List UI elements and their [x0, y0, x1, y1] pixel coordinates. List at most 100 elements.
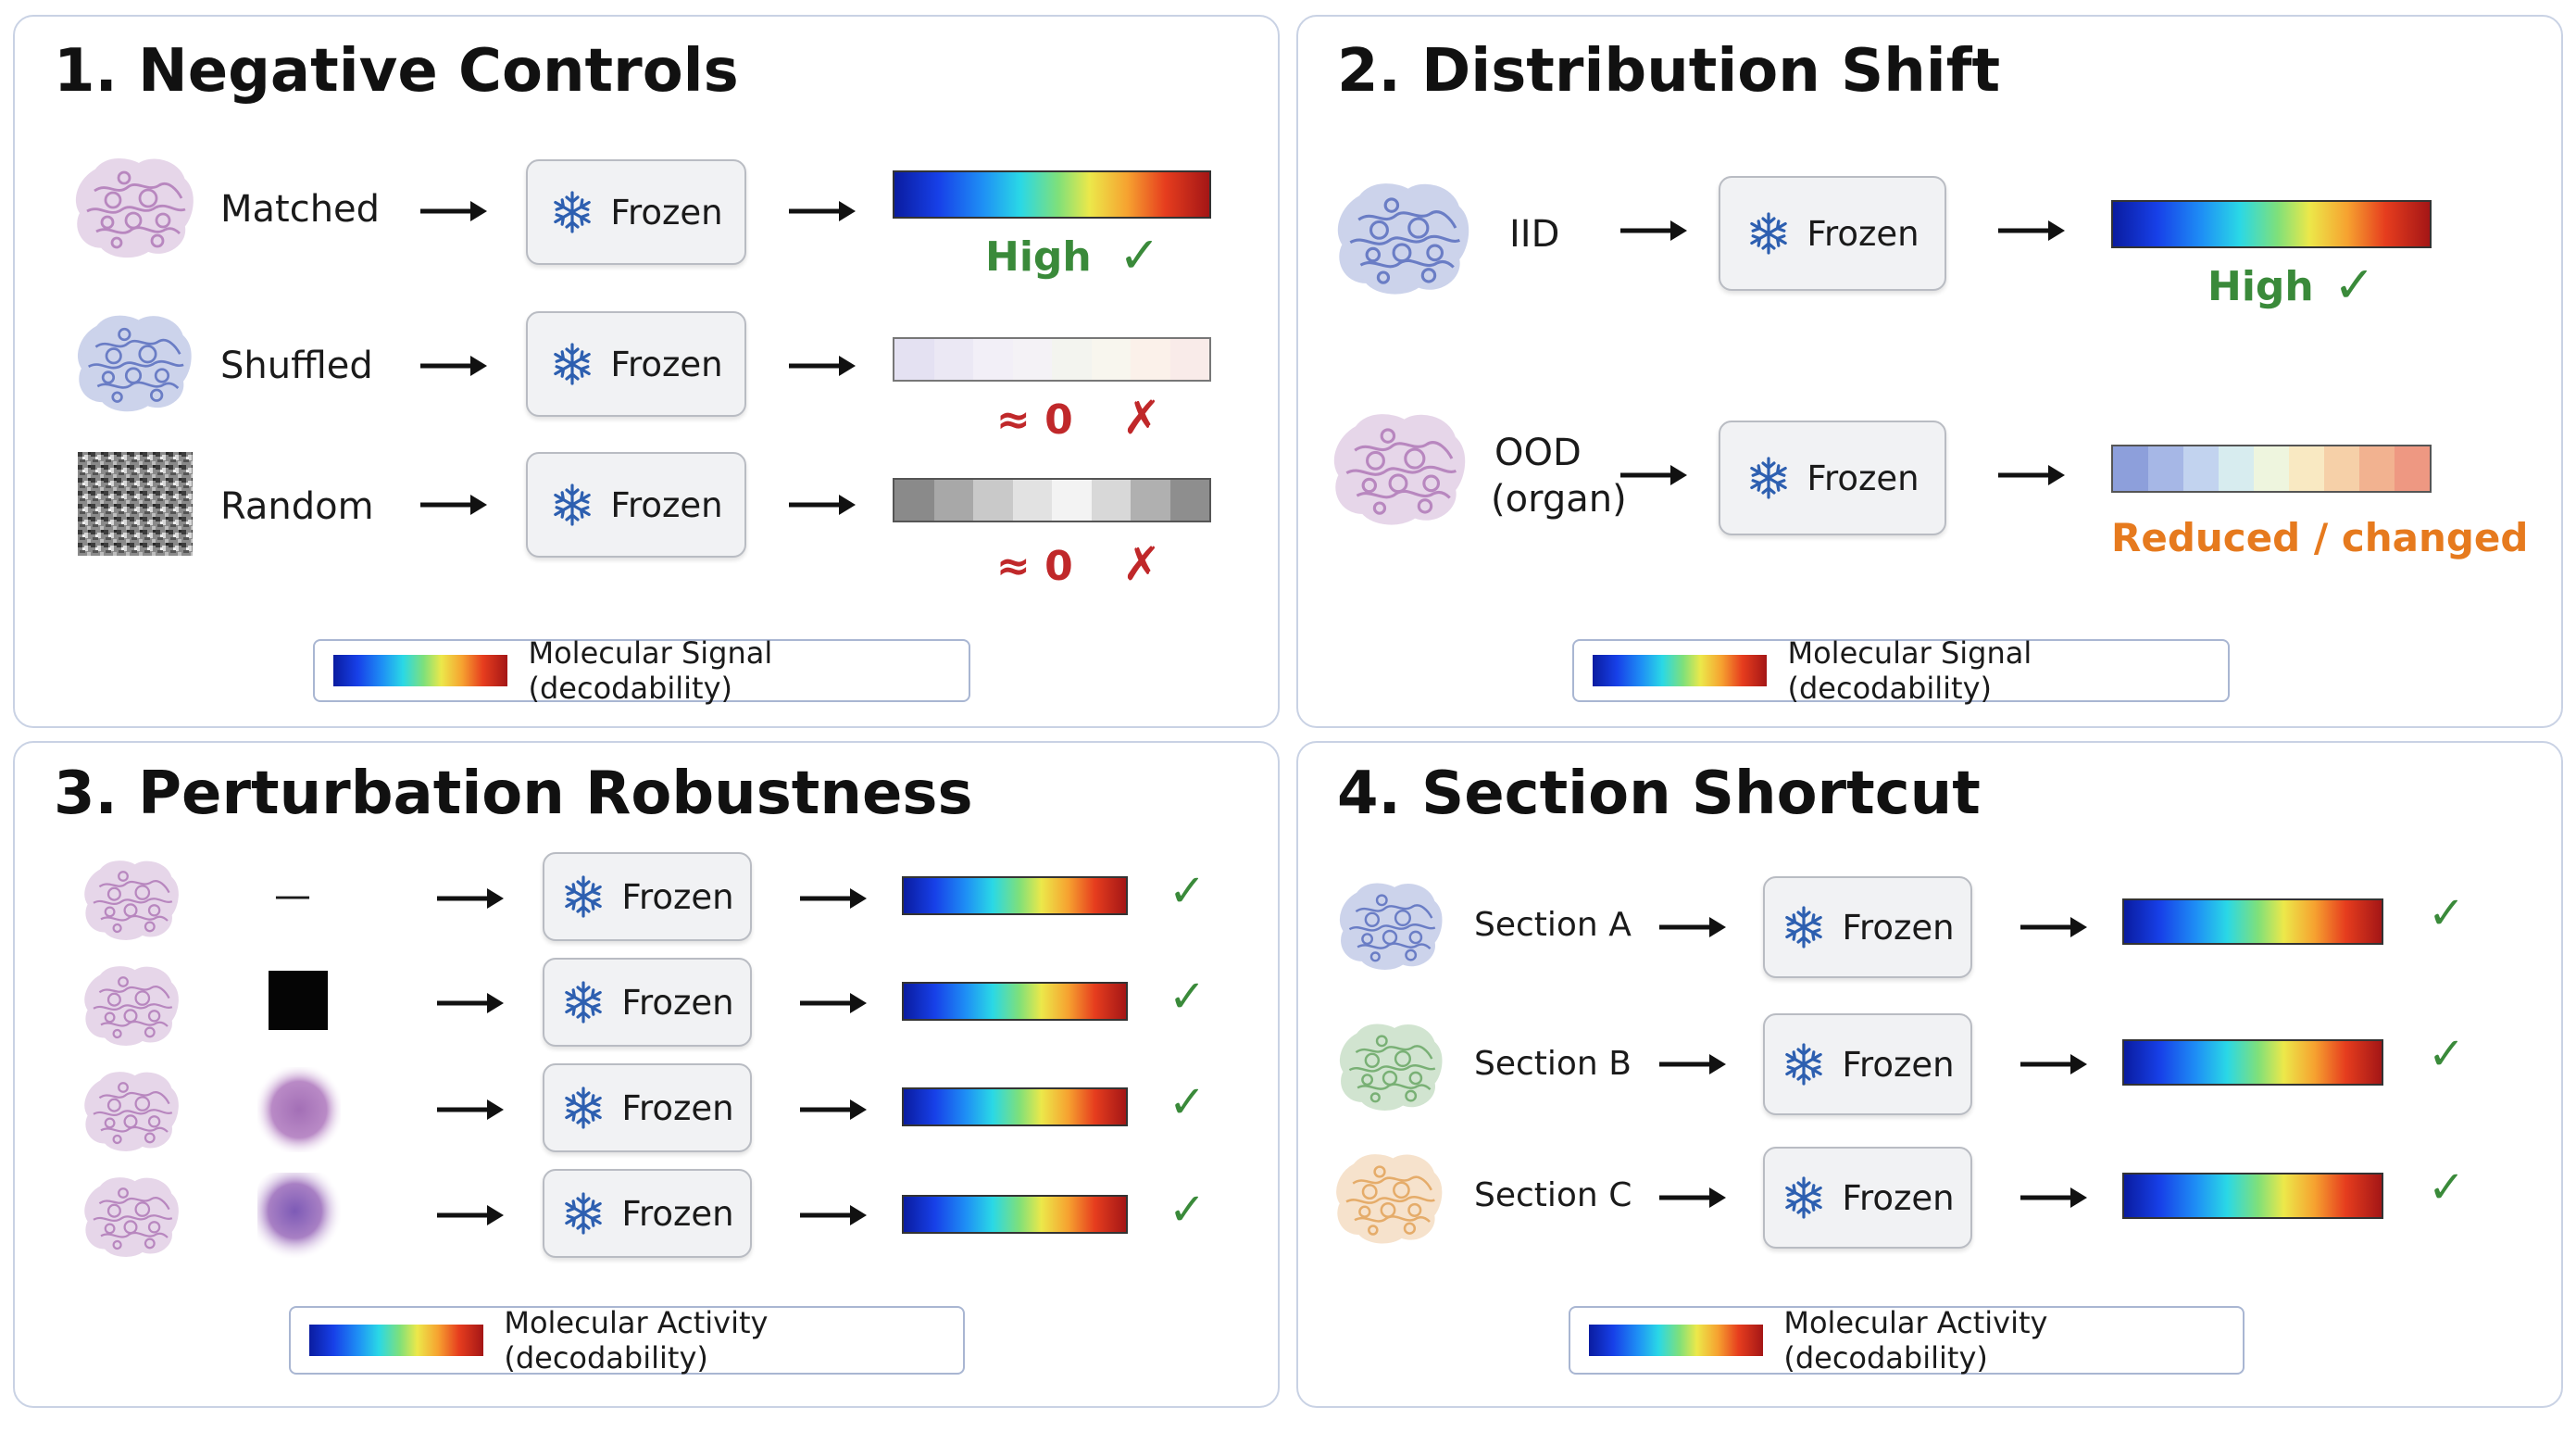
- panel-title: 1. Negative Controls: [54, 37, 739, 106]
- snowflake-icon: [560, 873, 606, 920]
- snowflake-icon: [1745, 455, 1792, 501]
- snowflake-icon: [560, 1190, 606, 1237]
- check-icon: ✓: [2428, 1162, 2466, 1213]
- frozen-model-box: Frozen: [543, 852, 752, 941]
- frozen-model-box: Frozen: [526, 452, 746, 558]
- frozen-label: Frozen: [610, 192, 723, 232]
- cross-icon: ✗: [1122, 537, 1161, 591]
- legend-label: Molecular Signal (decodability): [528, 635, 773, 706]
- frozen-label: Frozen: [621, 1087, 734, 1128]
- arrow-icon: [1619, 217, 1689, 245]
- frozen-label: Frozen: [1807, 213, 1919, 254]
- frozen-label: Frozen: [621, 982, 734, 1023]
- frozen-model-box: Frozen: [526, 159, 746, 265]
- signal-bar-high: [902, 1087, 1128, 1126]
- legend: Molecular Signal (decodability): [1572, 635, 2230, 706]
- arrow-icon: [798, 1201, 869, 1229]
- blur-patch-icon: [257, 1067, 341, 1152]
- signal-bar-high: [902, 1195, 1128, 1234]
- panel-title: 4. Section Shortcut: [1337, 760, 1981, 828]
- row-label-random: Random: [220, 485, 374, 528]
- tissue-icon: [74, 1065, 187, 1154]
- legend: Molecular Activity (decodability): [289, 1305, 965, 1375]
- row-label-shuffled: Shuffled: [220, 345, 373, 387]
- random-noise-icon: [78, 452, 193, 556]
- arrow-icon: [2019, 1050, 2089, 1078]
- frozen-model-box: Frozen: [1719, 176, 1946, 291]
- check-icon: ✓: [1169, 1076, 1207, 1128]
- arrow-icon: [1657, 1184, 1728, 1212]
- frozen-model-box: Frozen: [1763, 1147, 1972, 1249]
- signal-bar-high: [893, 170, 1211, 219]
- tissue-icon: [74, 960, 187, 1049]
- arrow-icon: [798, 885, 869, 912]
- check-icon: ✓: [1119, 226, 1161, 284]
- color-jitter-patch-icon: [257, 1173, 341, 1258]
- cross-icon: ✗: [1122, 391, 1161, 445]
- arrow-icon: [435, 885, 506, 912]
- arrow-icon: [787, 197, 857, 225]
- legend-label: Molecular Signal (decodability): [1787, 635, 2032, 706]
- check-icon: ✓: [1169, 971, 1207, 1023]
- signal-bar-high: [902, 876, 1128, 915]
- signal-bar-reduced: [2111, 445, 2432, 493]
- frozen-label: Frozen: [1807, 458, 1919, 498]
- legend-swatch: [333, 655, 508, 686]
- check-icon: ✓: [1169, 1184, 1207, 1236]
- result-high: High: [2207, 263, 2314, 310]
- row-label-section-a: Section A: [1474, 906, 1632, 944]
- row-label-section-b: Section B: [1474, 1045, 1632, 1083]
- snowflake-icon: [549, 189, 595, 235]
- tissue-iid-icon: [1330, 167, 1474, 306]
- frozen-model-box: Frozen: [543, 1169, 752, 1258]
- arrow-icon: [419, 197, 489, 225]
- signal-bar-high: [902, 982, 1128, 1021]
- check-icon: ✓: [2333, 256, 2376, 314]
- frozen-model-box: Frozen: [543, 958, 752, 1047]
- occlusion-square-icon: [269, 971, 328, 1030]
- legend: Molecular Signal (decodability): [313, 635, 970, 706]
- result-approx-zero: ≈ 0: [996, 396, 1073, 444]
- arrow-icon: [435, 989, 506, 1017]
- snowflake-icon: [560, 1085, 606, 1131]
- check-icon: ✓: [2428, 887, 2466, 939]
- snowflake-icon: [1781, 904, 1827, 950]
- arrow-icon: [787, 352, 857, 380]
- snowflake-icon: [1745, 210, 1792, 257]
- frozen-model-box: Frozen: [1763, 876, 1972, 978]
- row-label-section-c: Section C: [1474, 1176, 1632, 1214]
- arrow-icon: [435, 1201, 506, 1229]
- tissue-icon: [74, 854, 187, 943]
- arrow-icon: [1996, 461, 2067, 489]
- panel-distribution-shift: [1296, 15, 2563, 728]
- frozen-label: Frozen: [1842, 907, 1955, 948]
- arrow-icon: [1996, 217, 2067, 245]
- frozen-label: Frozen: [1842, 1177, 1955, 1218]
- arrow-icon: [798, 989, 869, 1017]
- arrow-icon: [787, 491, 857, 519]
- tissue-icon: [74, 1171, 187, 1260]
- frozen-label: Frozen: [1842, 1044, 1955, 1085]
- legend-label: Molecular Activity (decodability): [1783, 1305, 2048, 1375]
- result-approx-zero: ≈ 0: [996, 543, 1073, 590]
- signal-bar-gray: [893, 478, 1211, 522]
- frozen-label: Frozen: [610, 344, 723, 384]
- check-icon: ✓: [1169, 865, 1207, 917]
- arrow-icon: [419, 352, 489, 380]
- panel-title: 2. Distribution Shift: [1337, 37, 2001, 106]
- arrow-icon: [1657, 1050, 1728, 1078]
- signal-bar-high: [2111, 200, 2432, 248]
- arrow-icon: [419, 491, 489, 519]
- arrow-icon: [435, 1096, 506, 1124]
- perturbation-none: —: [274, 874, 311, 917]
- snowflake-icon: [1781, 1174, 1827, 1221]
- arrow-icon: [798, 1096, 869, 1124]
- result-reduced-changed: Reduced / changed: [2111, 515, 2529, 560]
- signal-bar-high: [2122, 898, 2383, 945]
- tissue-section-c-icon: [1330, 1147, 1446, 1247]
- row-label-ood: OOD: [1494, 432, 1582, 474]
- arrow-icon: [1657, 913, 1728, 941]
- snowflake-icon: [549, 341, 595, 387]
- snowflake-icon: [1781, 1041, 1827, 1087]
- frozen-model-box: Frozen: [526, 311, 746, 417]
